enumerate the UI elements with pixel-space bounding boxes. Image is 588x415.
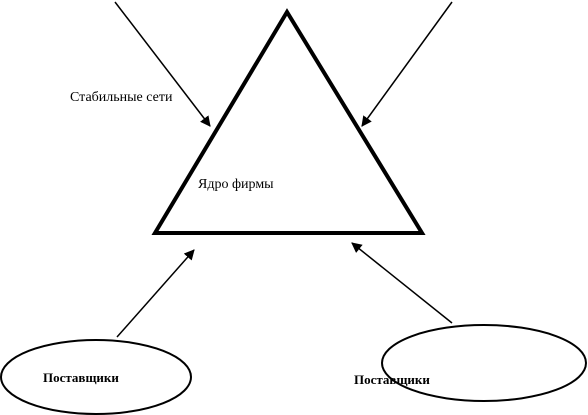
arrow-supplier-right [351,242,453,324]
supplier-ellipse-right [381,324,587,402]
arrow-supplier-left [116,249,195,338]
supplier-ellipse-left [0,339,192,415]
supplier-label-left: Поставщики [43,370,119,385]
arrow-network-right [361,1,453,127]
stable-networks-label: Стабильные сети [70,90,173,105]
firm-core-label: Ядро фирмы [198,177,274,192]
arrow-network-left [114,1,211,127]
supplier-label-right: Поставщики [354,372,430,387]
firm-core-triangle [151,8,426,235]
